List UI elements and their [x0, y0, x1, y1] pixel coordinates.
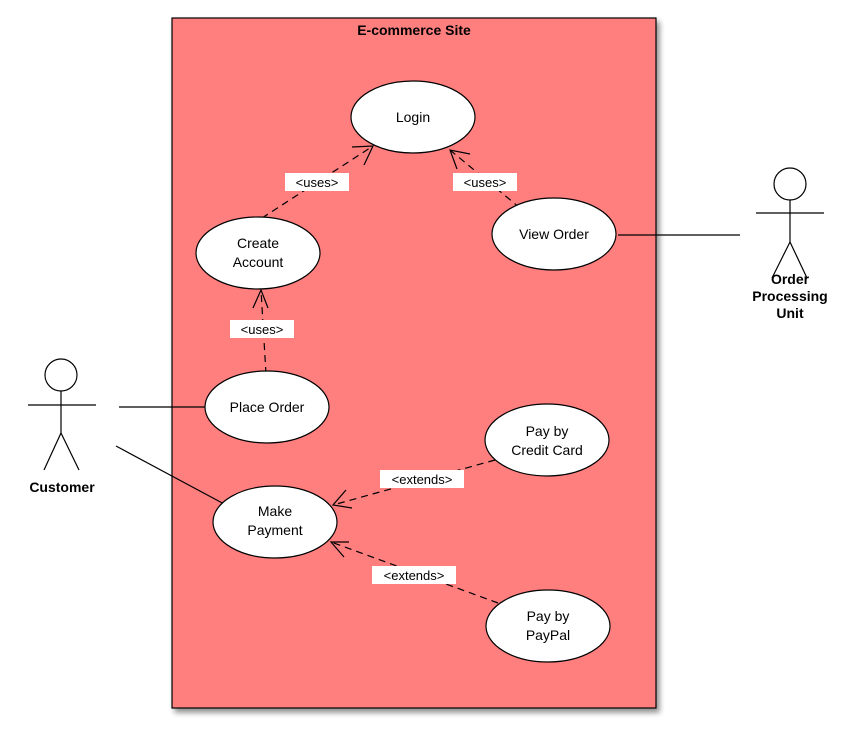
- svg-text:Place Order: Place Order: [230, 399, 305, 415]
- svg-text:<uses>: <uses>: [241, 322, 284, 337]
- actor-customer-label: Customer: [29, 479, 95, 495]
- actor-order-processing-head: [773, 167, 807, 201]
- system-title: E-commerce Site: [357, 22, 471, 38]
- use-case-view-order: View Order: [491, 197, 617, 271]
- svg-text:PayPal: PayPal: [526, 627, 570, 643]
- actor-customer: Customer: [28, 358, 96, 495]
- actor-customer-head: [44, 358, 78, 392]
- svg-text:Pay by: Pay by: [526, 423, 569, 439]
- use-case-place-order: Place Order: [204, 370, 330, 444]
- actor-order-processing-label-1: Order: [771, 271, 810, 287]
- svg-text:Login: Login: [396, 109, 430, 125]
- tag-paypal-extends-payment: <extends>: [372, 566, 456, 584]
- svg-text:Payment: Payment: [247, 522, 302, 538]
- svg-text:Create: Create: [237, 235, 279, 251]
- dep-view-login: [449, 149, 521, 209]
- actor-order-processing-unit: Order Processing Unit: [752, 167, 828, 321]
- arrow-view-login: [449, 149, 471, 170]
- use-case-make-payment: Make Payment: [212, 485, 338, 559]
- svg-text:<extends>: <extends>: [384, 568, 445, 583]
- tag-credit-extends-payment: <extends>: [380, 470, 464, 488]
- tag-view-uses-login: <uses>: [453, 173, 517, 191]
- svg-text:Pay by: Pay by: [527, 608, 570, 624]
- use-case-pay-by-paypal: Pay by PayPal: [485, 589, 611, 663]
- svg-text:Credit Card: Credit Card: [511, 442, 583, 458]
- arrow-paypal-payment: [329, 541, 349, 558]
- arrow-create-login: [351, 145, 374, 166]
- tag-place-uses-create: <uses>: [230, 320, 294, 338]
- svg-text:<uses>: <uses>: [296, 175, 339, 190]
- tag-create-uses-login: <uses>: [285, 173, 349, 191]
- svg-text:<uses>: <uses>: [464, 175, 507, 190]
- actor-order-processing-label-3: Unit: [776, 305, 804, 321]
- arrow-credit-payment: [331, 489, 353, 509]
- svg-text:Account: Account: [233, 254, 284, 270]
- svg-text:<extends>: <extends>: [392, 472, 453, 487]
- arrow-place-create: [252, 288, 269, 309]
- svg-text:Make: Make: [258, 503, 292, 519]
- assoc-customer-make-payment: [115, 445, 227, 506]
- actor-order-processing-label-2: Processing: [752, 288, 827, 304]
- use-case-pay-by-credit-card: Pay by Credit Card: [484, 403, 610, 477]
- use-case-login: Login: [350, 80, 476, 154]
- use-case-create-account: Create Account: [195, 216, 321, 290]
- svg-text:View Order: View Order: [519, 226, 589, 242]
